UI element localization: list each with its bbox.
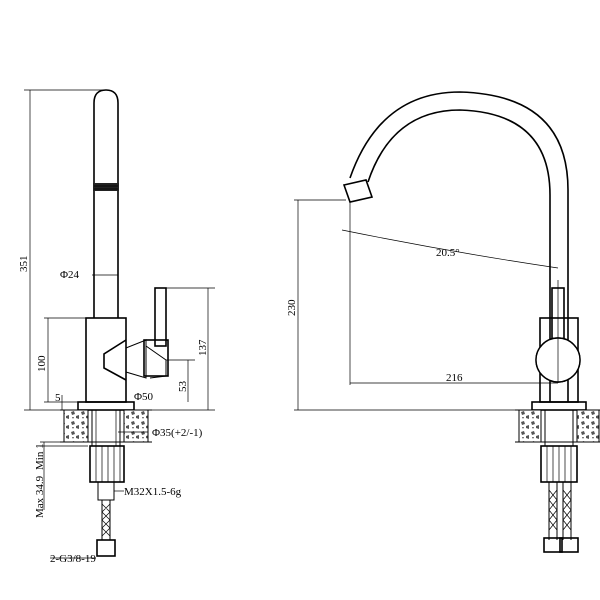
side-aerator [93, 183, 119, 191]
dim-137: 137 [197, 339, 209, 356]
dim-m32-thread: M32X1.5-6g [124, 486, 182, 498]
front-hose-nut-right [559, 537, 579, 553]
dim-230: 230 [286, 299, 298, 316]
dim-angle-20-5: 20.5° [436, 247, 460, 259]
front-base [531, 401, 587, 411]
front-view [294, 91, 600, 553]
front-spout-inner [367, 109, 551, 402]
front-countertop-right [576, 409, 600, 443]
side-countertop-right [123, 409, 149, 443]
side-hose-nut [96, 539, 116, 557]
side-hose [101, 500, 111, 540]
dim-dia-35: Φ35(+2/-1) [152, 427, 203, 439]
side-handle-cone [103, 339, 127, 381]
side-body [85, 317, 127, 403]
dim-100: 100 [36, 355, 48, 372]
side-base [77, 401, 135, 411]
side-nut [89, 445, 125, 483]
dim-g38-hose: 2-G3/8-19 [50, 553, 96, 565]
dim-351: 351 [18, 256, 30, 273]
dim-dia-24: Φ24 [60, 269, 80, 281]
dim-53: 53 [177, 381, 189, 393]
dim-min-1: Min 1 [34, 443, 46, 470]
side-view [24, 89, 215, 559]
side-countertop-left [63, 409, 89, 443]
front-hoses [548, 482, 572, 540]
dim-216: 216 [446, 372, 463, 384]
front-hose-nut-left [543, 537, 563, 553]
front-countertop-left [518, 409, 542, 443]
side-spout [93, 89, 119, 318]
dim-max-34-9: Max 34.9 [34, 475, 46, 518]
front-spout-tip [342, 179, 374, 203]
side-lever [154, 287, 167, 347]
dim-dia-50: Φ50 [134, 391, 154, 403]
front-spout-outer [349, 91, 569, 402]
dim-5: 5 [55, 392, 61, 404]
